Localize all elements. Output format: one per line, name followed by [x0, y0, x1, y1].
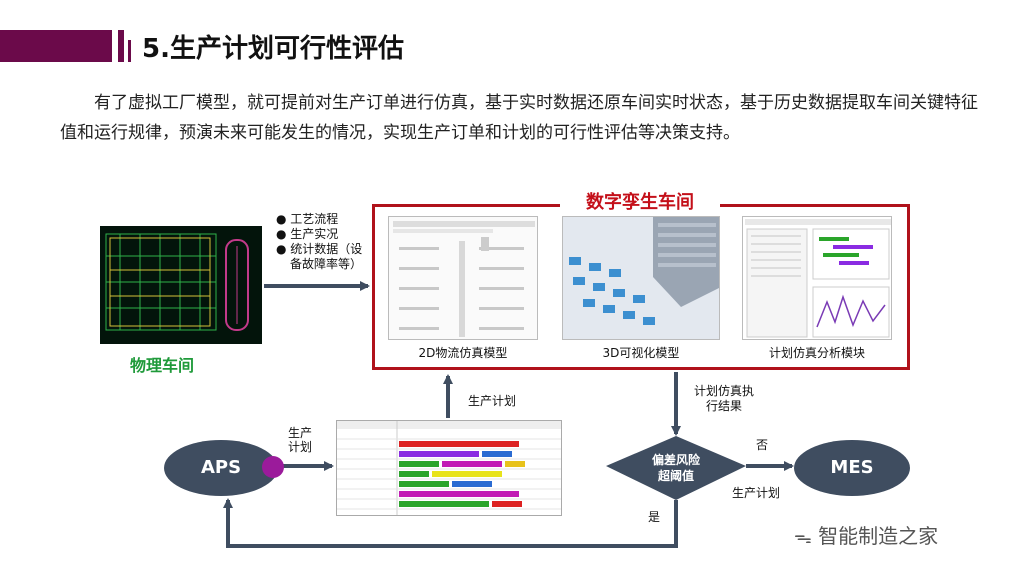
mes-node: MES — [794, 440, 910, 496]
digital-twin-title: 数字孪生车间 — [560, 190, 720, 216]
thumbnail-plan-analysis — [742, 216, 892, 340]
caption-3d-model: 3D可视化模型 — [602, 346, 680, 360]
thumbnail-2d-logistics — [388, 216, 538, 340]
decision-label: 偏差风险超阈值 — [651, 453, 700, 483]
bullet-item: ● 生产实况 — [276, 227, 339, 241]
physical-workshop-label: 物理车间 — [130, 356, 195, 375]
aps-node: APS — [164, 440, 278, 496]
arrow-yes-loop — [223, 498, 678, 548]
header-accent — [118, 30, 124, 62]
caption-2d-model: 2D物流仿真模型 — [418, 346, 508, 360]
bullet-item: ● 统计数据（设 — [276, 242, 363, 256]
physical-workshop-image — [100, 226, 262, 344]
bullet-item-continued: 备故障率等） — [290, 257, 363, 271]
input-bullets: ● 工艺流程 ● 生产实况 ● 统计数据（设 备故障率等） — [276, 212, 362, 272]
gantt-plan-thumbnail — [336, 420, 562, 516]
header-bar — [0, 30, 112, 62]
bullet-item: ● 工艺流程 — [276, 212, 339, 226]
paragraph-line-2: 车间关键特征值和运行规律，预演未来可能发生的情况，实现生产订单和计划的可行性评估… — [60, 93, 978, 143]
paragraph-line-1: 有了虚拟工厂模型，就可提前对生产订单进行仿真，基于实时数据还原车间实时状态，基于… — [94, 93, 876, 113]
edge-label-sim-result: 计划仿真执行结果 — [694, 384, 755, 413]
edge-label-yes: 是 — [648, 510, 661, 524]
page-title: 5.生产计划可行性评估 — [142, 34, 404, 64]
edge-label-plan-up: 生产计划 — [468, 394, 517, 408]
intro-paragraph: 有了虚拟工厂模型，就可提前对生产订单进行仿真，基于实时数据还原车间实时状态，基于… — [60, 88, 990, 148]
edge-label-plan-right: 生产计划 — [732, 486, 781, 500]
aps-output-dot — [262, 456, 284, 478]
caption-plan-analysis: 计划仿真分析模块 — [768, 346, 865, 360]
edge-label-no: 否 — [756, 438, 769, 452]
watermark: ᯓ 智能制造之家 — [794, 520, 938, 549]
header-accent-thin — [128, 40, 131, 62]
decision-diamond — [606, 436, 746, 500]
edge-label-plan-left: 生产计划 — [288, 426, 313, 454]
watermark-text: 智能制造之家 — [818, 524, 939, 548]
wechat-icon: ᯓ — [794, 527, 812, 548]
thumbnail-3d-visual — [562, 216, 720, 340]
